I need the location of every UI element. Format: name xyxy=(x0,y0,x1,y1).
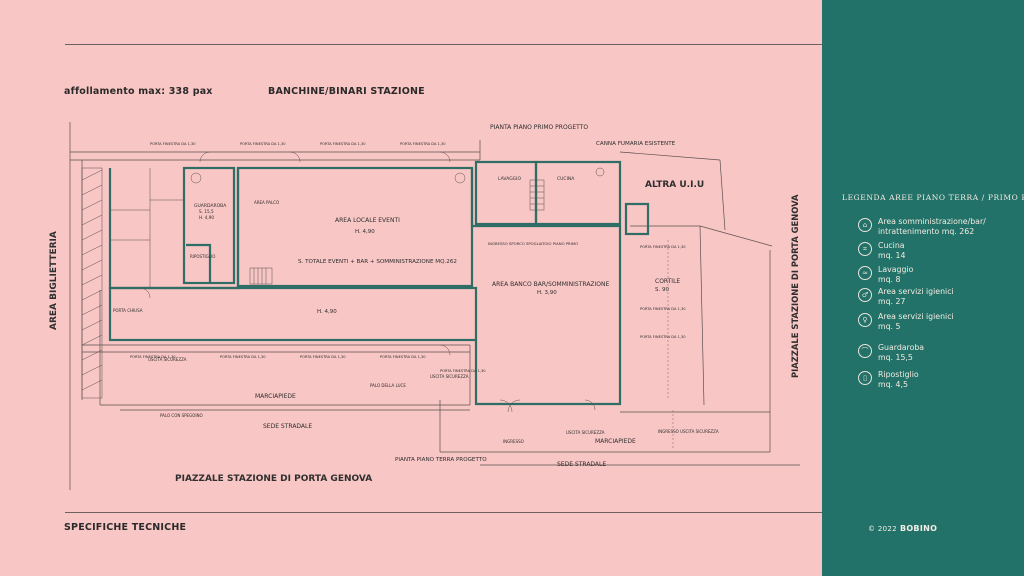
first-floor-plan-label: PIANTA PIANO PRIMO PROGETTO xyxy=(490,124,588,131)
bar-height-label: H. 3,90 xyxy=(537,290,557,296)
platforms-label: BANCHINE/BINARI STAZIONE xyxy=(268,86,425,97)
washing-icon: ≈ xyxy=(858,266,872,280)
legend-item-text: Lavaggio mq. 8 xyxy=(878,265,914,284)
kitchen-label: CUCINA xyxy=(557,176,575,182)
cloakroom-label: GUARDAROBA xyxy=(194,203,227,209)
courtyard-label: CORTILE xyxy=(655,278,680,285)
svg-text:PORTA FINESTRA DA 1,30: PORTA FINESTRA DA 1,30 xyxy=(640,245,686,249)
light-pole-label: PALO DELLA LUCE xyxy=(370,383,406,388)
svg-text:PORTA FINESTRA DA 1,30: PORTA FINESTRA DA 1,30 xyxy=(440,369,486,373)
kitchen-icon: ⌗ xyxy=(858,242,872,256)
svg-text:PORTA FINESTRA DA 1,30: PORTA FINESTRA DA 1,30 xyxy=(220,355,266,359)
copyright-year: © 2022 xyxy=(868,525,897,533)
legend-item-text: Area servizi igienici mq. 27 xyxy=(878,287,954,306)
legend-item-text: Area servizi igienici mq. 5 xyxy=(878,312,954,331)
top-rule xyxy=(65,44,949,45)
legend-item: ♀ Area servizi igienici mq. 5 xyxy=(858,312,954,332)
bottom-rule xyxy=(65,512,949,513)
svg-text:PORTA FINESTRA DA 1,30: PORTA FINESTRA DA 1,30 xyxy=(400,142,446,146)
legend-item-text: Ripostiglio mq. 4,5 xyxy=(878,370,919,389)
legend-item: ⌗ Cucina mq. 14 xyxy=(858,241,905,261)
legend-item-text: Guardaroba mq. 15,5 xyxy=(878,343,925,362)
road-label: SEDE STRADALE xyxy=(263,423,312,430)
square-side-label: PIAZZALE STAZIONE DI PORTA GENOVA xyxy=(790,194,800,378)
svg-text:PORTA FINESTRA DA 1,30: PORTA FINESTRA DA 1,30 xyxy=(640,307,686,311)
svg-text:PORTA FINESTRA DA 1,30: PORTA FINESTRA DA 1,30 xyxy=(130,355,176,359)
other-unit-label: ALTRA U.I.U xyxy=(645,180,704,190)
bar-icon: ⌂ xyxy=(858,218,872,232)
pole-label: PALO CON SPEGOINO xyxy=(160,413,203,418)
ground-floor-plan-label: PIANTA PIANO TERRA PROGETTO xyxy=(395,457,487,463)
svg-text:PORTA FINESTRA DA 1,30: PORTA FINESTRA DA 1,30 xyxy=(300,355,346,359)
plan-labels: PIANTA PIANO PRIMO PROGETTO CANNA FUMARI… xyxy=(49,124,800,484)
existing-flue-label: CANNA FUMARIA ESISTENTE xyxy=(596,141,676,147)
sidewalk-label-2: MARCIAPIEDE xyxy=(595,438,636,445)
legend-item-text: Cucina mq. 14 xyxy=(878,241,906,260)
stair-note-label: INGRESSO SPORCO SPOGLIATOIO PIANO PRIMO xyxy=(488,241,578,246)
courtyard-area-label: S. 90 xyxy=(655,287,669,293)
svg-text:PORTA FINESTRA DA 1,30: PORTA FINESTRA DA 1,30 xyxy=(240,142,286,146)
svg-text:PORTA FINESTRA DA 1,30: PORTA FINESTRA DA 1,30 xyxy=(380,355,426,359)
events-area-label: AREA LOCALE EVENTI xyxy=(335,217,400,224)
legend-item: ♂ Area servizi igienici mq. 27 xyxy=(858,287,954,307)
svg-text:PORTA FINESTRA DA 1,30: PORTA FINESTRA DA 1,30 xyxy=(640,335,686,339)
entrance-exit-label: INGRESSO USCITA SICUREZZA xyxy=(658,429,719,434)
svg-text:PORTA FINESTRA DA 1,30: PORTA FINESTRA DA 1,30 xyxy=(150,142,196,146)
occupancy-label: affollamento max: 338 pax xyxy=(64,86,213,97)
road-label-2: SEDE STRADALE xyxy=(557,461,606,468)
legend-item-text: Area somministrazione/bar/ intrattenimen… xyxy=(878,217,986,236)
legend-panel xyxy=(822,0,1024,576)
entrance-label: INGRESSO xyxy=(503,439,524,444)
ticket-area-label: AREA BIGLIETTERIA xyxy=(49,231,59,330)
square-bottom-label: PIAZZALE STAZIONE DI PORTA GENOVA xyxy=(175,474,372,484)
cloakroom-area-label: S. 15,5 xyxy=(199,209,214,214)
legend-item: ⌒ Guardaroba mq. 15,5 xyxy=(858,343,924,363)
brand-name: BOBINO xyxy=(899,524,938,533)
exit-label: USCITA SICUREZZA xyxy=(148,357,187,362)
corridor-height-label: H. 4,90 xyxy=(317,309,337,315)
restroom-icon-2: ♀ xyxy=(858,313,872,327)
bar-area-label: AREA BANCO BAR/SOMMINISTRAZIONE xyxy=(492,281,610,288)
exit-label-2: USCITA SICUREZZA xyxy=(430,374,469,379)
storage-label: RIPOSTIGLIO xyxy=(190,254,215,259)
closed-door-label: PORTA CHIUSA xyxy=(113,308,143,313)
cloakroom-height-label: H. 4,90 xyxy=(199,215,214,220)
floor-plan: PORTA FINESTRA DA 1,30 PORTA FINESTRA DA… xyxy=(69,122,800,490)
footer-left: SPECIFICHE TECNICHE xyxy=(64,522,187,533)
total-area-label: S. TOTALE EVENTI + BAR + SOMMINISTRAZION… xyxy=(298,259,457,265)
cloakroom-icon: ⌒ xyxy=(858,344,872,358)
legend-item: ≈ Lavaggio mq. 8 xyxy=(858,265,913,285)
storage-icon: ▯ xyxy=(858,371,872,385)
svg-text:PORTA FINESTRA DA 1,30: PORTA FINESTRA DA 1,30 xyxy=(320,142,366,146)
legend-item: ⌂ Area somministrazione/bar/ intrattenim… xyxy=(858,217,986,237)
events-height-label: H. 4,90 xyxy=(355,229,375,235)
stage-label: AREA PALCO xyxy=(254,200,279,205)
exit-label-3: USCITA SICUREZZA xyxy=(566,430,605,435)
washing-label: LAVAGGIO xyxy=(498,176,521,182)
legend-title: LEGENDA AREE PIANO TERRA / PRIMO PIANO xyxy=(842,193,1024,202)
restroom-icon: ♂ xyxy=(858,288,872,302)
footer-copyright: © 2022 BOBINO xyxy=(868,524,937,533)
legend-item: ▯ Ripostiglio mq. 4,5 xyxy=(858,370,919,390)
sidewalk-label: MARCIAPIEDE xyxy=(255,393,296,400)
